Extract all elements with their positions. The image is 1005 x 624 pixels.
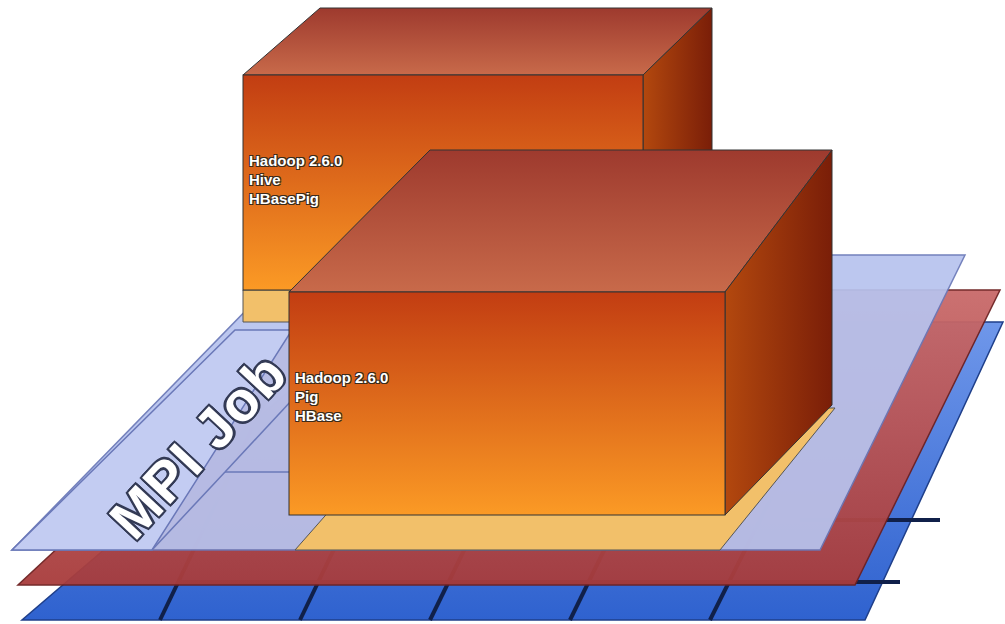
cube-front-face: Hadoop 2.6.0HiveHBasePig [245, 149, 349, 210]
stack-text: HBase [295, 406, 391, 425]
stack-text: Hadoop 2.6.0 [249, 151, 345, 170]
stack-text: Pig [295, 387, 391, 406]
stack-text: HBasePig [249, 189, 345, 208]
cube-front-face: Hadoop 2.6.0PigHBase [291, 366, 395, 427]
stack-text: Hive [249, 170, 345, 189]
front-cube [289, 150, 835, 550]
stack-text: Hadoop 2.6.0 [295, 368, 391, 387]
